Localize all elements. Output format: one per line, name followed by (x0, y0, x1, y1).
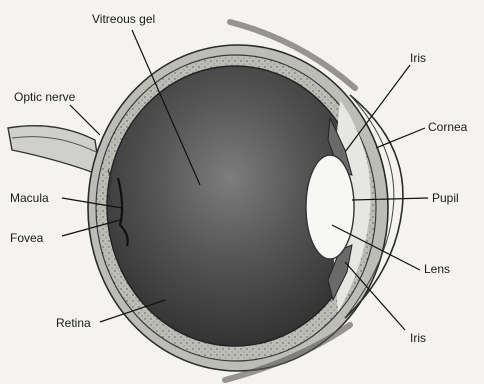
label-vitreous-gel: Vitreous gel (92, 12, 155, 26)
optic-nerve-shape (8, 126, 100, 175)
label-pupil: Pupil (432, 191, 459, 205)
lens-shape (306, 155, 354, 259)
label-iris-top: Iris (410, 51, 426, 65)
label-iris-bottom: Iris (410, 331, 426, 345)
label-retina: Retina (56, 316, 91, 330)
leader-optic-nerve (70, 105, 100, 135)
label-optic-nerve: Optic nerve (14, 90, 75, 104)
label-cornea: Cornea (428, 120, 467, 134)
label-lens: Lens (424, 262, 450, 276)
label-macula: Macula (10, 191, 49, 205)
label-fovea: Fovea (10, 231, 43, 245)
